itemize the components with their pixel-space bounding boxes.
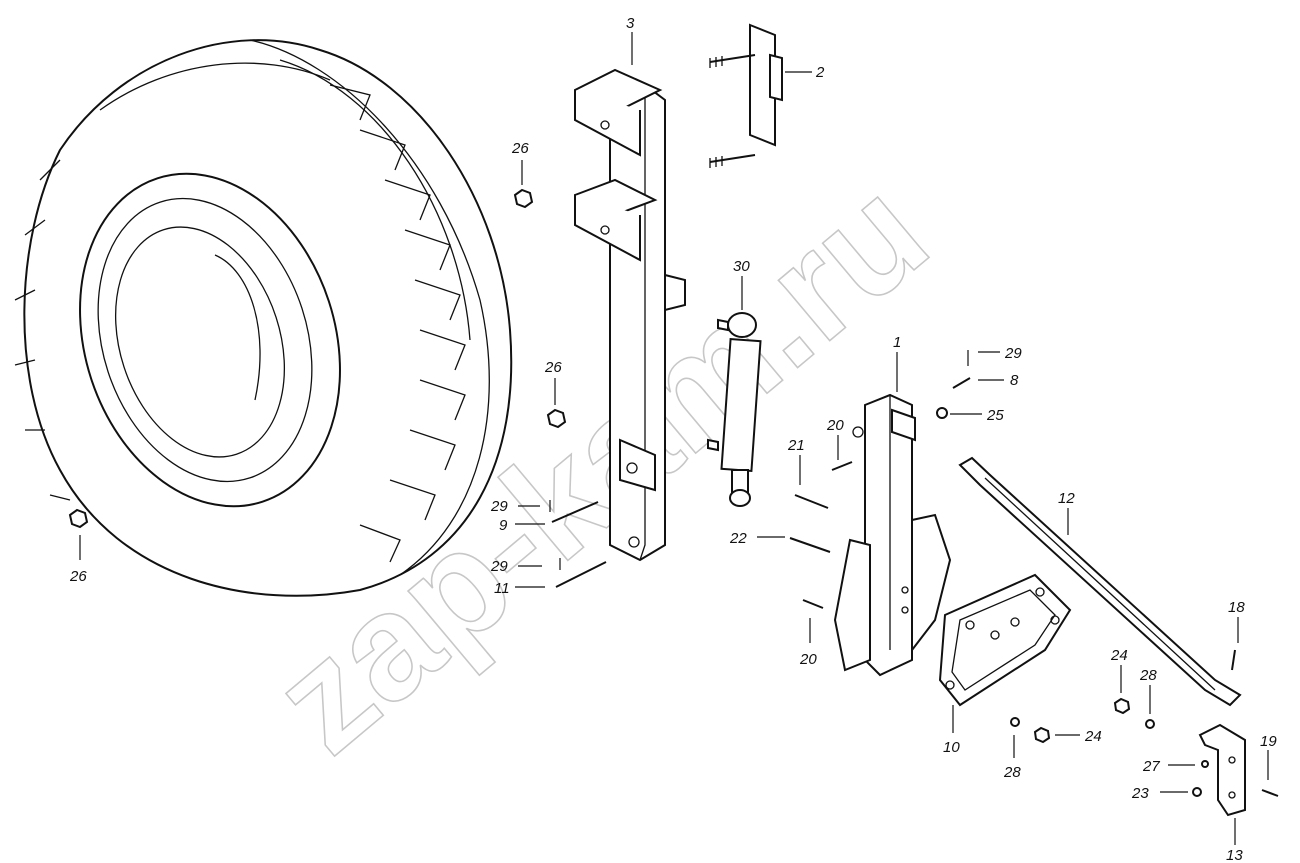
label-28: 28 bbox=[1139, 667, 1157, 684]
label-1: 1 bbox=[893, 334, 901, 351]
label-2: 2 bbox=[815, 64, 825, 81]
label-29: 29 bbox=[490, 498, 508, 515]
part-12-rod bbox=[958, 456, 1242, 707]
label-24: 24 bbox=[1084, 728, 1102, 745]
label-19: 19 bbox=[1260, 733, 1277, 750]
leader-lines bbox=[79, 32, 1269, 845]
pin-11 bbox=[555, 561, 607, 588]
nut-26c bbox=[68, 508, 89, 529]
nut-24b bbox=[1033, 726, 1051, 744]
label-22: 22 bbox=[729, 530, 747, 547]
bolt-22 bbox=[789, 537, 831, 553]
label-29: 29 bbox=[1004, 345, 1022, 362]
label-23: 23 bbox=[1131, 785, 1149, 802]
label-11: 11 bbox=[494, 580, 510, 597]
bolt-21 bbox=[794, 494, 829, 509]
nut-26a bbox=[513, 188, 534, 209]
washer-28a bbox=[1145, 719, 1155, 729]
part-3-bracket bbox=[574, 68, 686, 562]
label-21: 21 bbox=[787, 437, 805, 454]
label-27: 27 bbox=[1142, 758, 1160, 775]
label-26: 26 bbox=[511, 140, 529, 157]
pin-8 bbox=[952, 377, 971, 389]
label-8: 8 bbox=[1010, 372, 1019, 389]
label-3: 3 bbox=[626, 15, 635, 32]
label-24: 24 bbox=[1110, 647, 1128, 664]
bolt-20b bbox=[802, 599, 824, 609]
label-13: 13 bbox=[1226, 847, 1243, 863]
label-28: 28 bbox=[1003, 764, 1021, 781]
label-20: 20 bbox=[826, 417, 844, 434]
label-18: 18 bbox=[1228, 599, 1245, 616]
part-30-cylinder bbox=[707, 312, 762, 507]
label-26: 26 bbox=[544, 359, 562, 376]
part-labels: 3 2 26 30 26 1 29 8 25 20 21 12 29 9 22 … bbox=[69, 15, 1277, 863]
label-12: 12 bbox=[1058, 490, 1075, 507]
part-10-plate bbox=[938, 573, 1072, 707]
label-20: 20 bbox=[799, 651, 817, 668]
bolt-19 bbox=[1261, 789, 1279, 797]
label-25: 25 bbox=[986, 407, 1004, 424]
pin-9 bbox=[551, 501, 599, 523]
part-1-post bbox=[833, 393, 952, 677]
part-13-bracket bbox=[1198, 723, 1246, 817]
part-2-u-bolt bbox=[709, 23, 783, 168]
nut-26b bbox=[546, 408, 567, 429]
label-9: 9 bbox=[499, 517, 508, 534]
label-26: 26 bbox=[69, 568, 87, 585]
bolt-18 bbox=[1231, 649, 1236, 671]
nut-25 bbox=[936, 407, 948, 419]
bolt-20a bbox=[831, 461, 853, 471]
washer-27 bbox=[1201, 760, 1209, 768]
washer-28b bbox=[1010, 717, 1020, 727]
nut-24a bbox=[1113, 697, 1131, 715]
nut-23 bbox=[1192, 787, 1202, 797]
label-10: 10 bbox=[943, 739, 960, 756]
fasteners bbox=[68, 188, 1279, 797]
label-29: 29 bbox=[490, 558, 508, 575]
tire-wheel bbox=[14, 39, 513, 597]
label-30: 30 bbox=[733, 258, 750, 275]
